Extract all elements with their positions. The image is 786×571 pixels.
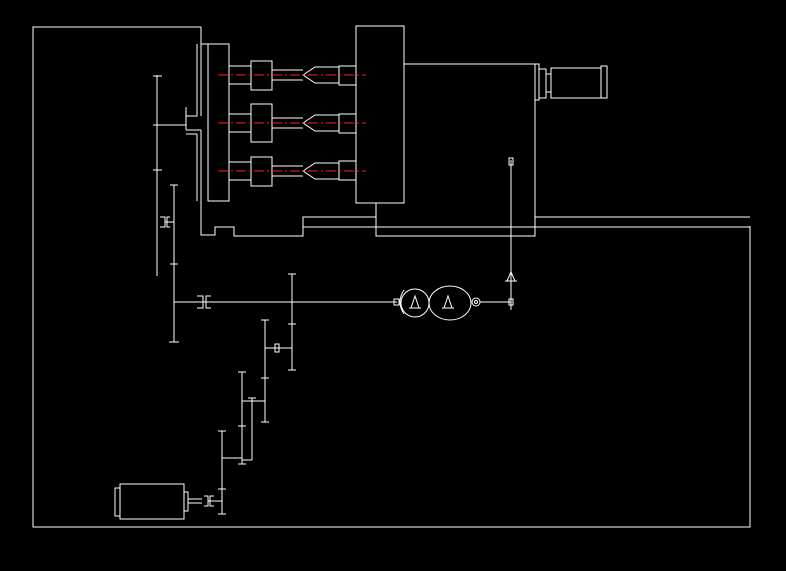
multi-spindle-head [185,43,376,237]
feed-slide [303,63,750,310]
worm-gear-pair [393,285,481,321]
workpiece-fixture [355,25,405,204]
tool-spindle-2 [218,103,366,143]
frame-outline [32,26,751,528]
tool-spindle-3 [218,156,366,187]
hydraulic-cylinder [535,63,608,101]
column-shafts [153,75,397,371]
gear-train [218,319,292,515]
tool-spindle-1 [218,60,366,91]
drive-motor [114,483,222,520]
